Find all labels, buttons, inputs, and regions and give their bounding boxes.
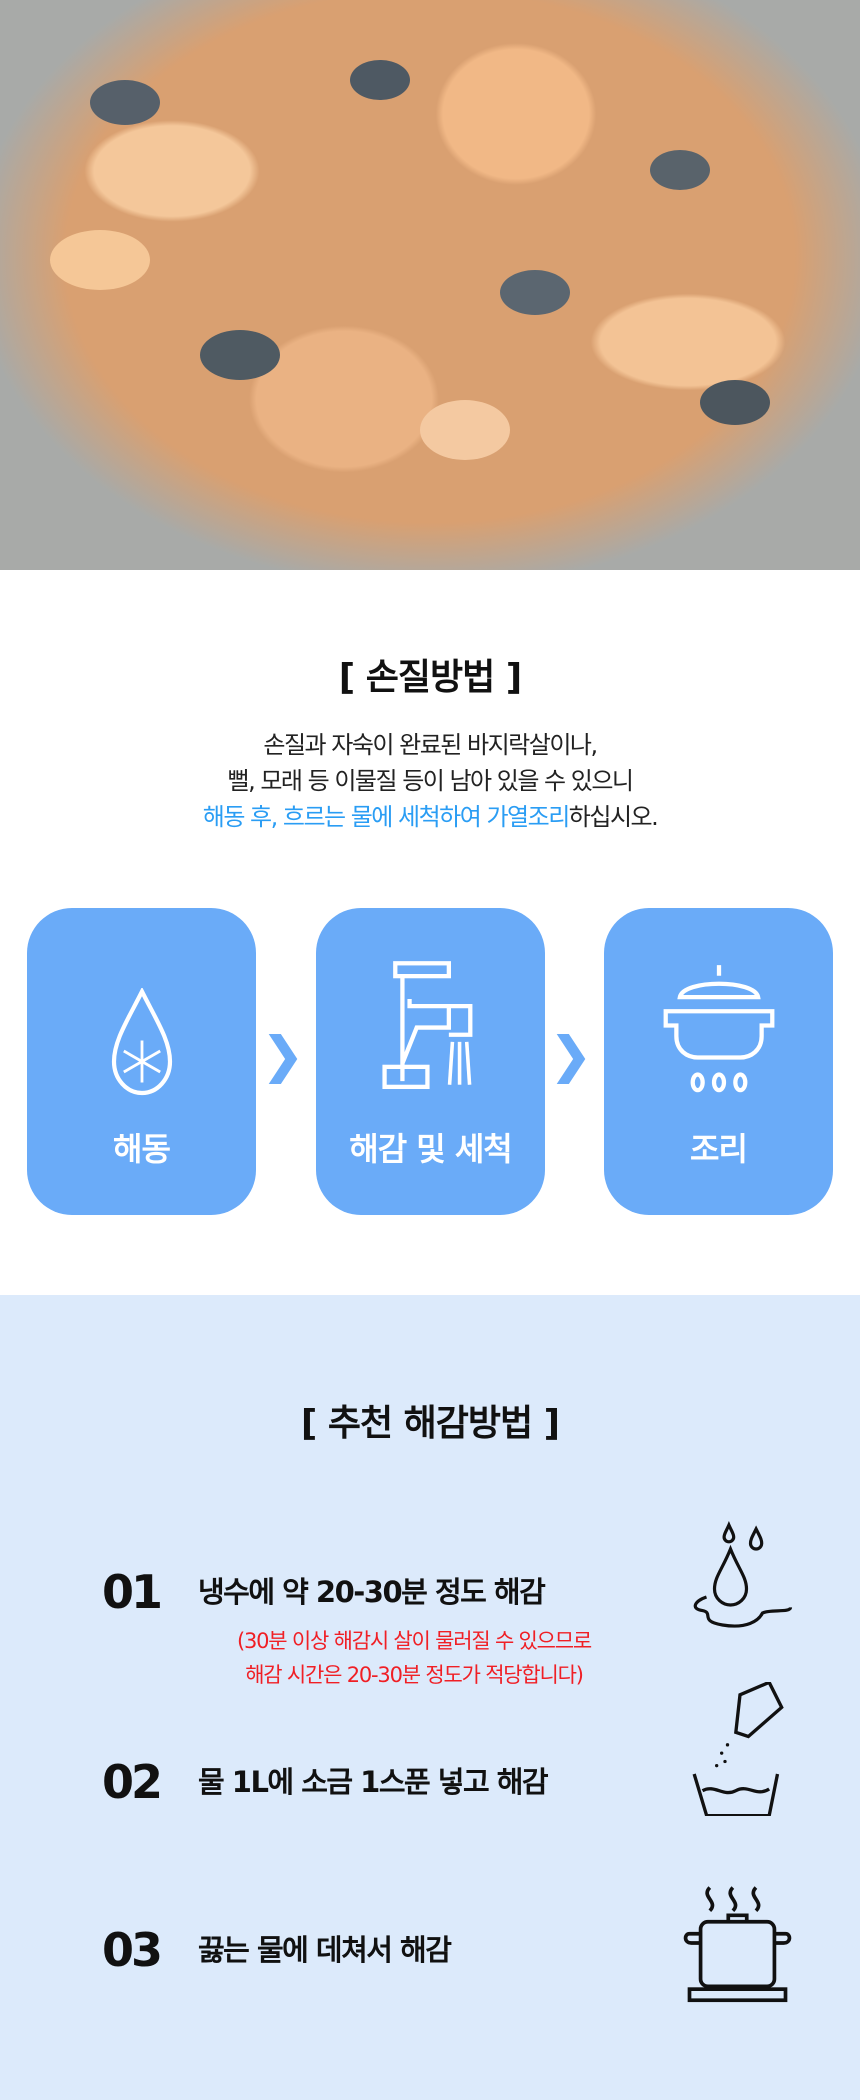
note-line-1: (30분 이상 해감시 살이 물러질 수 있으므로 (236, 1629, 592, 1653)
desc-line-1: 손질과 자숙이 완료된 바지락살이나, (263, 731, 598, 759)
item-text: 물 1L에 소금 1스푼 넣고 해감 (198, 1765, 549, 1799)
salt-shaker-icon (692, 1682, 784, 1816)
soaking-method-section (0, 1295, 860, 2100)
item-text: 냉수에 약 20-30분 정도 해감 (198, 1575, 546, 1609)
note-line-2: 해감 시간은 20-30분 정도가 적당합니다) (245, 1663, 584, 1687)
prep-method-title: [ 손질방법 ] (338, 657, 522, 698)
chevron-right-icon (556, 1034, 586, 1084)
water-drop-icon (693, 1521, 793, 1628)
snowflake-drop-icon (111, 988, 172, 1096)
step-card-cook: 조리 (604, 908, 833, 1215)
prep-description: 손질과 자숙이 완료된 바지락살이나, 뻘, 모래 등 이물질 등이 남아 있을… (0, 727, 860, 835)
faucet-icon (381, 961, 472, 1089)
item-number: 02 (102, 1755, 163, 1809)
clam-meat-photo (0, 0, 860, 570)
desc-line-2: 뻘, 모래 등 이물질 등이 남아 있을 수 있으니 (227, 767, 634, 795)
step-card-wash: 해감 및 세척 (316, 908, 545, 1215)
desc-highlight: 해동 후, 흐르는 물에 세척하여 가열조리 (202, 803, 571, 831)
chevron-right-icon (268, 1034, 298, 1084)
pot-icon (663, 965, 774, 1093)
step-card-thaw: 해동 (27, 908, 256, 1215)
desc-line-3-rest: 하십시오. (568, 803, 659, 831)
boiling-pot-icon (683, 1886, 792, 2003)
step-label: 해감 및 세척 (349, 1130, 512, 1168)
item-number: 01 (102, 1565, 163, 1619)
item-text: 끓는 물에 데쳐서 해감 (198, 1933, 452, 1967)
item-number: 03 (102, 1923, 163, 1977)
step-label: 조리 (690, 1130, 748, 1168)
step-label: 해동 (113, 1130, 171, 1168)
soaking-method-title: [ 추천 해감방법 ] (300, 1403, 560, 1444)
